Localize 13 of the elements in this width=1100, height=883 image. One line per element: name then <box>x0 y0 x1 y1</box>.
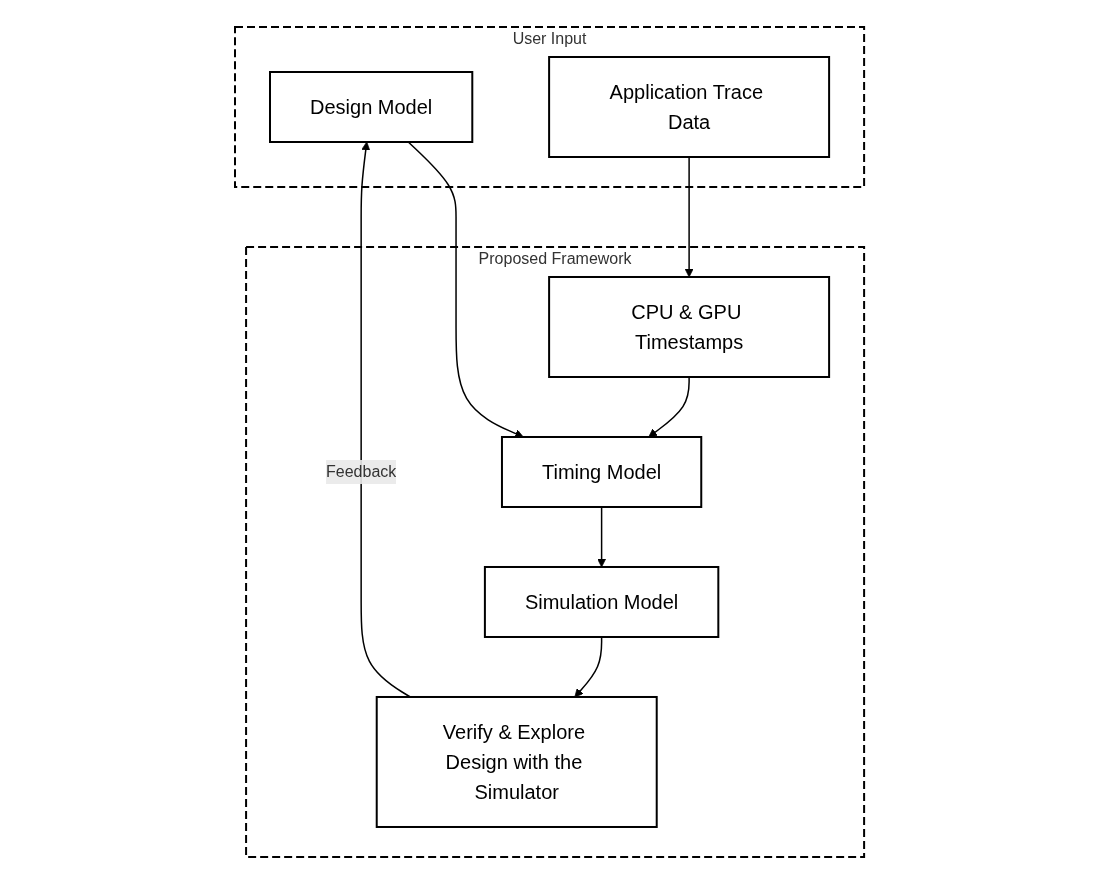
edge-label: Feedback <box>326 462 397 480</box>
arrow <box>685 155 694 277</box>
node-box: CPU & GPU Timestamps <box>548 275 831 378</box>
arrow <box>597 505 607 567</box>
node-box: Simulation Model <box>484 565 720 638</box>
node-box: Design Model <box>269 70 474 143</box>
node-box: Timing Model <box>501 435 703 508</box>
arrow <box>574 635 603 697</box>
arrow <box>648 375 691 437</box>
node-box: Application Trace Data <box>548 55 831 158</box>
arrow <box>408 140 525 438</box>
arrow <box>360 141 412 698</box>
node-box: Verify & Explore Design with the Simulator <box>376 695 659 828</box>
